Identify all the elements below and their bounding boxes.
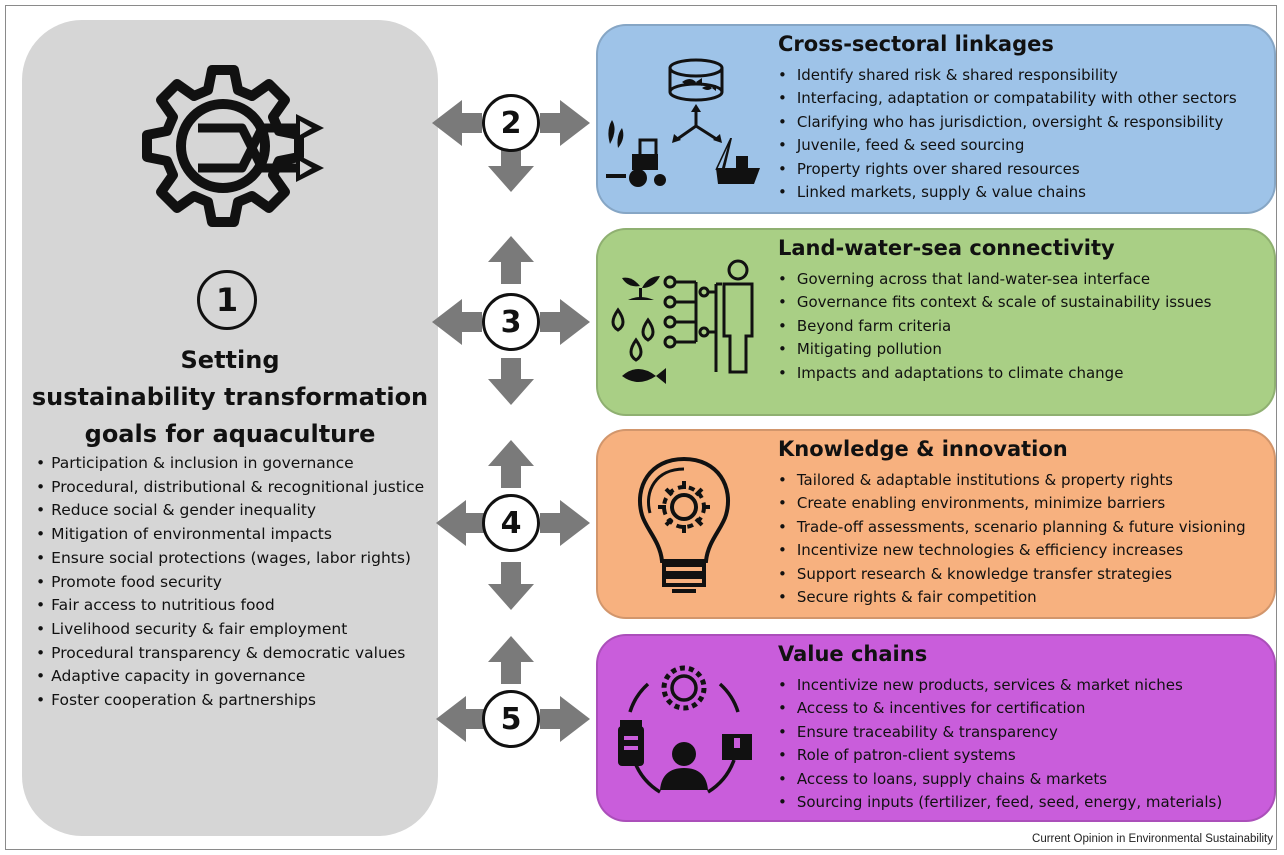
box-list: Tailored & adaptable institutions & prop… [778,469,1246,609]
box-item: Secure rights & fair competition [778,586,1246,609]
box-item: Sourcing inputs (fertilizer, feed, seed,… [778,791,1222,814]
box-item: Support research & knowledge transfer st… [778,563,1246,586]
box-item: Incentivize new technologies & efficienc… [778,539,1246,562]
arrow-cluster-3 [432,236,590,405]
goal-item: Livelihood security & fair employment [36,618,436,642]
goals-title-line: goals for aquaculture [84,420,376,448]
box-item: Beyond farm criteria [778,315,1211,338]
box-item: Interfacing, adaptation or compatability… [778,87,1237,110]
box-item: Juvenile, feed & seed sourcing [778,134,1237,157]
arrow-cluster-2 [432,100,590,192]
goal-number-circle: 1 [197,270,257,330]
transformation-gear-icon [142,65,324,227]
goal-item: Fair access to nutritious food [36,594,436,618]
box-item: Clarifying who has jurisdiction, oversig… [778,111,1237,134]
journal-credit: Current Opinion in Environmental Sustain… [1032,833,1273,845]
box-item: Create enabling environments, minimize b… [778,492,1246,515]
arrow-cluster-5 [436,636,590,742]
box-item: Governance fits context & scale of susta… [778,291,1212,314]
box-list: Identify shared risk & shared responsibi… [778,64,1237,204]
box-item: Role of patron-client systems [778,744,1222,767]
goals-list: Participation & inclusion in governance … [36,452,436,713]
number-circle-3: 3 [482,293,540,351]
water-plant-fish-people-icon [611,259,754,384]
goals-title-line: sustainability transformation [31,383,429,411]
goals-title: Setting sustainability transformation go… [22,342,438,453]
box-title: Value chains [778,642,928,666]
box-item: Trade-off assessments, scenario planning… [778,516,1246,539]
box-item: Incentivize new products, services & mar… [778,674,1222,697]
box-item: Linked markets, supply & value chains [778,181,1237,204]
box-item: Governing across that land-water-sea int… [778,268,1211,291]
goals-title-line: Setting [180,346,280,374]
goal-item: Participation & inclusion in governance [36,452,436,476]
box-item: Property rights over shared resources [778,158,1237,181]
value-chains-box: Value chains Incentivize new products, s… [596,634,1276,822]
goal-item: Promote food security [36,571,436,595]
box-title: Land-water-sea connectivity [778,236,1115,260]
box-list: Incentivize new products, services & mar… [778,674,1222,814]
box-item: Ensure traceability & transparency [778,721,1222,744]
box-title: Knowledge & innovation [778,437,1068,461]
box-list: Governing across that land-water-sea int… [778,268,1212,385]
box-item: Identify shared risk & shared responsibi… [778,64,1237,87]
number-circle-5: 5 [482,690,540,748]
goal-item: Procedural transparency & democratic val… [36,642,436,666]
box-item: Mitigating pollution [778,338,1211,361]
box-item: Tailored & adaptable institutions & prop… [778,469,1246,492]
number-circle-4: 4 [482,494,540,552]
goal-item: Procedural, distributional & recognition… [36,476,436,500]
value-chain-cycle-icon [618,665,752,794]
box-title: Cross-sectoral linkages [778,32,1054,56]
lightbulb-gear-icon [638,456,730,593]
goal-item: Ensure social protections (wages, labor … [36,547,436,571]
box-item: Access to loans, supply chains & markets [778,768,1222,791]
box-item: Impacts and adaptations to climate chang… [778,362,1211,385]
box-item: Access to & incentives for certification [778,697,1222,720]
cross-sectoral-box: Cross-sectoral linkages Identify shared … [596,24,1276,214]
land-water-sea-box: Land-water-sea connectivity Governing ac… [596,228,1276,416]
number-circle-2: 2 [482,94,540,152]
fish-cage-farm-boat-icon [606,58,760,187]
knowledge-innovation-box: Knowledge & innovation Tailored & adapta… [596,429,1276,619]
figure-frame [5,5,1277,850]
goal-item: Mitigation of environmental impacts [36,523,436,547]
goal-item: Foster cooperation & partnerships [36,689,436,713]
goal-item: Adaptive capacity in governance [36,665,436,689]
arrow-cluster-4 [436,440,590,610]
goal-item: Reduce social & gender inequality [36,499,436,523]
